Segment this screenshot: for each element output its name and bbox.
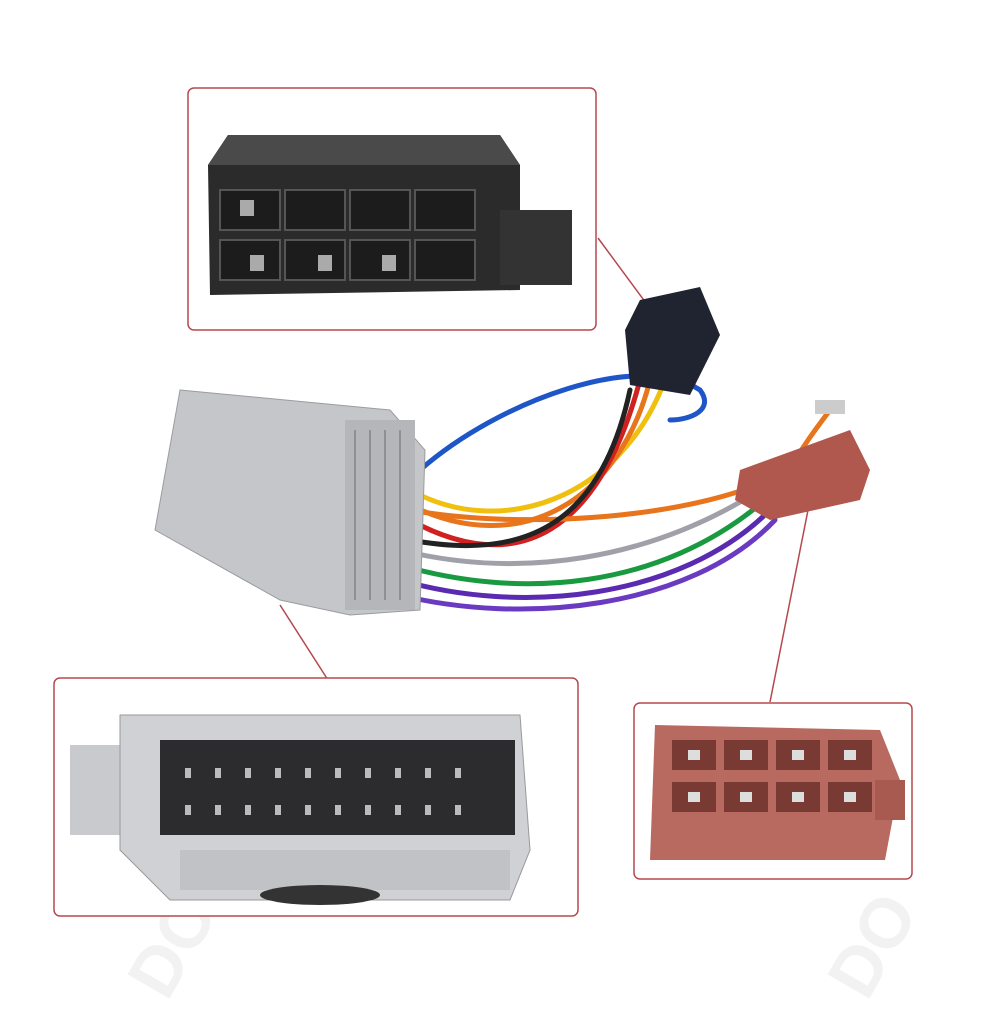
red-connector-detail <box>650 725 905 860</box>
gray-connector <box>154 389 426 616</box>
red-iso-connector <box>735 430 870 520</box>
black-iso-connector <box>625 287 720 395</box>
gray-connector-detail <box>70 714 531 905</box>
black-connector-detail <box>208 135 572 295</box>
spade-terminal <box>815 400 845 414</box>
